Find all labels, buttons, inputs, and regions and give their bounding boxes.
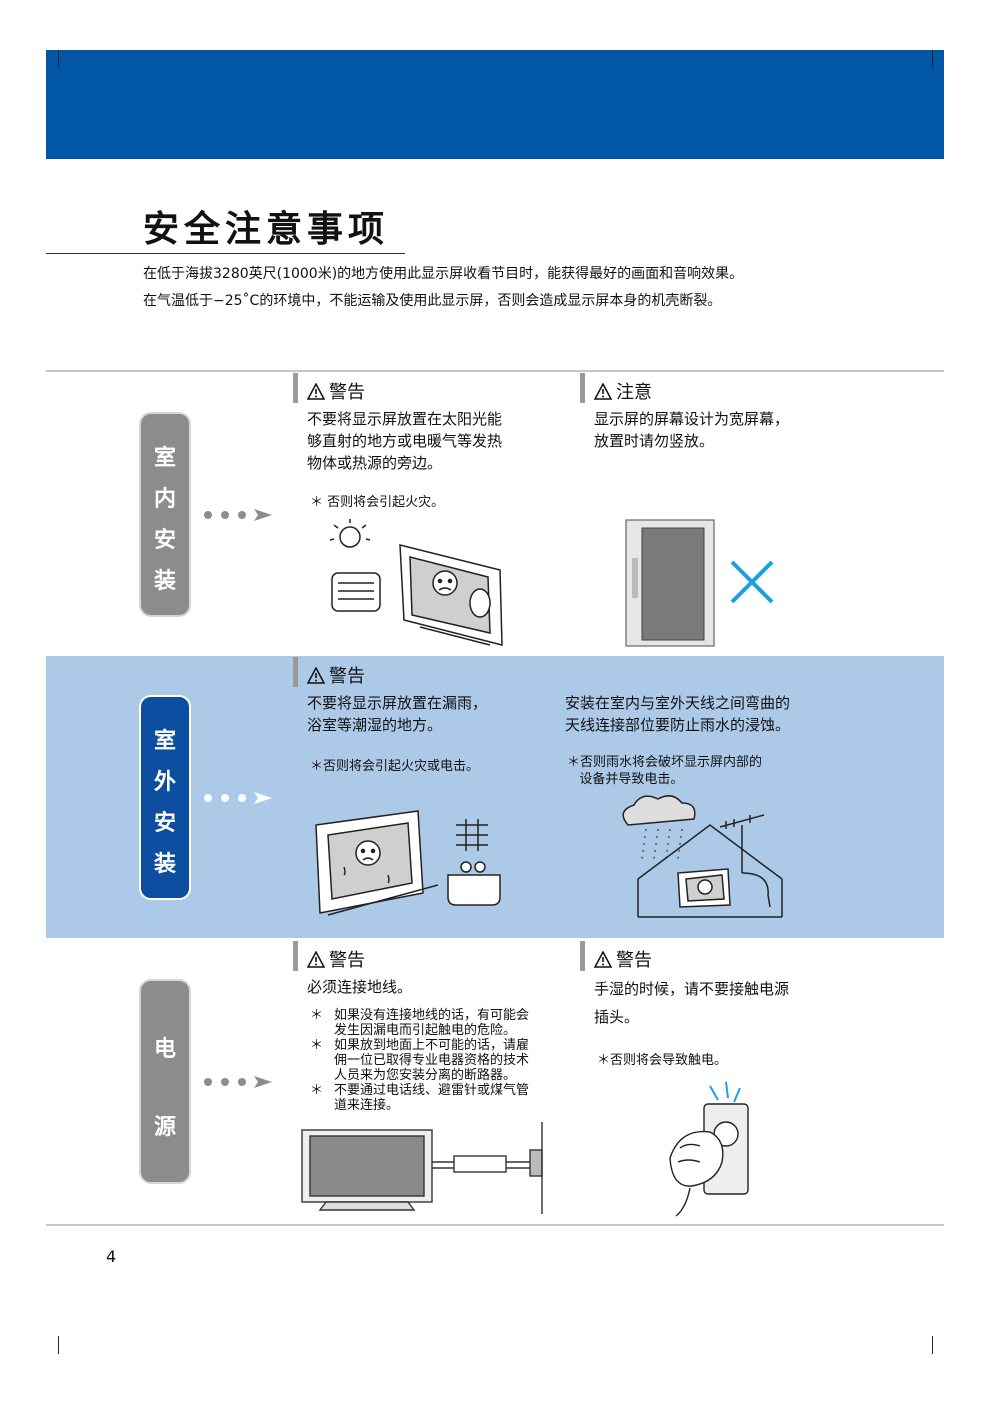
section-label-outdoor: 室 外 安 装 — [139, 695, 191, 900]
warning-header-label: 警告 — [616, 950, 652, 971]
tv-grounding-illustration — [301, 1122, 543, 1214]
vertical-display-illustration — [625, 519, 715, 647]
indoor-caution-body: 显示屏的屏幕设计为宽屏幕， 放置时请勿竖放。 — [594, 408, 789, 452]
warning-triangle-icon — [307, 667, 325, 684]
label-char: 安 — [153, 528, 176, 553]
bullet-star: ＊ — [310, 1008, 324, 1023]
power-warning-body: 必须连接地线。 — [307, 978, 413, 996]
warning-header: 警告 — [594, 946, 652, 972]
wet-hands-body: 手湿的时候，请不要接触电源 插头。 — [594, 975, 789, 1031]
section-divider — [46, 370, 944, 372]
bullet-line: 佣一位已取得专业电器资格的技术 — [334, 1053, 530, 1068]
section-divider — [46, 1224, 944, 1226]
label-char: 室 — [153, 446, 176, 471]
label-char: 安 — [153, 811, 176, 836]
page-title: 安全注意事项 — [143, 209, 390, 250]
indoor-warning-note: ＊ 否则将会引起火灾。 — [310, 495, 445, 510]
intro-line-1: 在低于海拔3280英尺(1000米)的地方使用此显示屏收看节目时，能获得最好的画… — [143, 266, 744, 282]
warning-triangle-icon — [594, 383, 612, 400]
warning-header-label: 警告 — [329, 666, 365, 687]
wet-hands-note: ＊否则将会导致触电。 — [597, 1053, 728, 1068]
warning-triangle-icon — [307, 951, 325, 968]
dots-arrow-icon — [204, 792, 272, 804]
outdoor-antenna-note: ＊否则雨水将会破坏显示屏内部的 设备并导致电击。 — [567, 754, 762, 788]
bullet-item: ＊ 如果放到地面上不可能的话，请雇 佣一位已取得专业电器资格的技术 人员来为您安… — [310, 1038, 529, 1083]
outdoor-warning-body: 不要将显示屏放置在漏雨， 浴室等潮湿的地方。 — [307, 692, 487, 736]
crop-mark — [58, 1336, 59, 1354]
warning-header: 警告 — [307, 662, 365, 688]
dots-arrow-icon — [204, 1076, 272, 1088]
warning-triangle-icon — [594, 951, 612, 968]
label-char: 内 — [153, 487, 176, 512]
bullet-star: ＊ — [310, 1038, 324, 1053]
bullet-line: 如果放到地面上不可能的话，请雇 — [334, 1038, 530, 1053]
body-line: 不要将显示屏放置在漏雨， — [307, 694, 488, 712]
section-label-indoor: 室 内 安 装 — [139, 412, 191, 617]
intro-line-2: 在气温低于−25˚C的环境中，不能运输及使用此显示屏，否则会造成显示屏本身的机壳… — [143, 293, 722, 309]
header-banner — [46, 50, 944, 159]
bullet-line: 如果没有连接地线的话，有可能会 — [334, 1008, 530, 1023]
grounding-bullets: ＊ 如果没有连接地线的话，有可能会 发生因漏电而引起触电的危险。 ＊ 如果放到地… — [310, 1008, 529, 1113]
x-mark-icon — [730, 560, 774, 604]
body-line: 手湿的时候，请不要接触电源 — [594, 980, 790, 998]
hand-plug-illustration — [669, 1081, 749, 1217]
caution-header: 注意 — [594, 378, 652, 404]
note-line: 设备并导致电击。 — [567, 772, 684, 787]
bullet-line: 道来连接。 — [334, 1098, 400, 1113]
label-char: 装 — [153, 852, 176, 877]
body-line: 安装在室内与室外天线之间弯曲的 — [565, 694, 791, 712]
header-bar — [580, 941, 585, 971]
house-antenna-rain-illustration — [622, 795, 783, 918]
title-underline — [46, 253, 405, 254]
warning-header: 警告 — [307, 946, 365, 972]
page-number: 4 — [106, 1247, 117, 1266]
outdoor-antenna-body: 安装在室内与室外天线之间弯曲的 天线连接部位要防止雨水的浸蚀。 — [565, 692, 790, 736]
crop-mark — [932, 1336, 933, 1354]
indoor-warning-body: 不要将显示屏放置在太阳光能 够直射的地方或电暖气等发热 物体或热源的旁边。 — [307, 408, 502, 474]
label-char: 装 — [153, 569, 176, 594]
bullet-line: 人员来为您安装分离的断路器。 — [334, 1068, 517, 1083]
warning-header-label: 警告 — [329, 382, 365, 403]
heater-near-tv-illustration — [329, 519, 503, 646]
dots-arrow-icon — [204, 509, 272, 521]
body-line: 物体或热源的旁边。 — [307, 454, 443, 472]
bullet-line: 不要通过电话线、避雷针或煤气管 — [334, 1083, 530, 1098]
body-line: 不要将显示屏放置在太阳光能 — [307, 410, 503, 428]
label-char: 外 — [153, 770, 176, 795]
caution-header-label: 注意 — [616, 382, 652, 403]
crop-mark — [58, 50, 59, 68]
tv-in-bathroom-illustration — [315, 810, 501, 916]
header-bar — [580, 373, 585, 403]
body-line: 浴室等潮湿的地方。 — [307, 716, 443, 734]
label-char: 室 — [153, 729, 176, 754]
header-bar — [293, 373, 298, 403]
warning-triangle-icon — [307, 383, 325, 400]
body-line: 显示屏的屏幕设计为宽屏幕， — [594, 410, 790, 428]
label-char: 源 — [153, 1115, 176, 1140]
warning-header: 警告 — [307, 378, 365, 404]
body-line: 够直射的地方或电暖气等发热 — [307, 432, 503, 450]
crop-mark — [932, 50, 933, 68]
header-bar — [293, 941, 298, 971]
body-line: 插头。 — [594, 1008, 640, 1026]
bullet-item: ＊ 不要通过电话线、避雷针或煤气管 道来连接。 — [310, 1083, 529, 1113]
body-line: 放置时请勿竖放。 — [594, 432, 715, 450]
warning-header-label: 警告 — [329, 950, 365, 971]
outdoor-warning-note: ＊否则将会引起火灾或电击。 — [310, 759, 480, 774]
body-line: 天线连接部位要防止雨水的浸蚀。 — [565, 716, 791, 734]
bullet-star: ＊ — [310, 1083, 324, 1098]
label-char: 电 — [153, 1037, 176, 1062]
note-line: ＊否则雨水将会破坏显示屏内部的 — [567, 755, 763, 770]
header-bar — [293, 657, 298, 687]
bullet-item: ＊ 如果没有连接地线的话，有可能会 发生因漏电而引起触电的危险。 — [310, 1008, 529, 1038]
section-label-power: 电 源 — [139, 979, 191, 1184]
bullet-line: 发生因漏电而引起触电的危险。 — [334, 1023, 517, 1038]
